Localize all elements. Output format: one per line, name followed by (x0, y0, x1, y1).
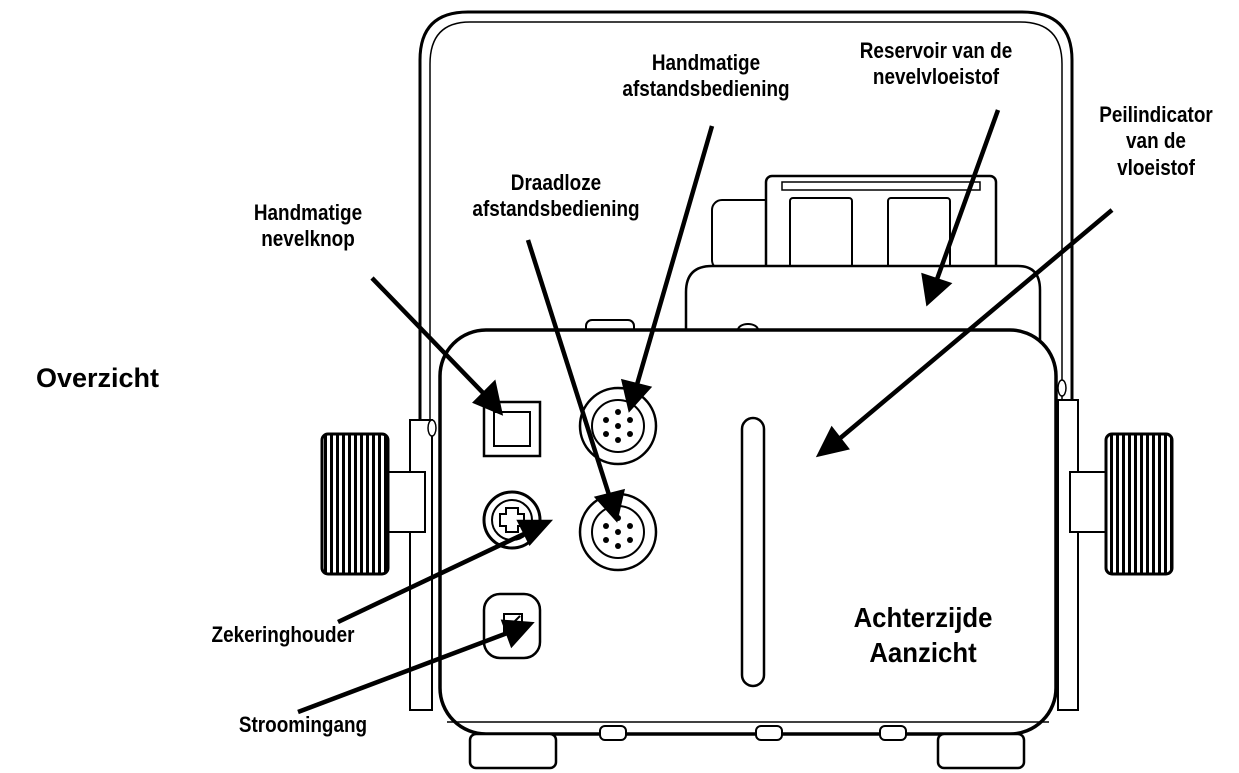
callout-level-indicator-line2: van de (1126, 128, 1186, 154)
callout-reservoir: Reservoir van de nevelvloeistof (843, 38, 1029, 91)
callout-manual-fog-button-line2: nevelknop (261, 226, 355, 252)
wireless-remote-connector (578, 492, 658, 572)
callout-fuse-holder-line1: Zekeringhouder (211, 622, 355, 647)
callout-level-indicator-line3: vloeistof (1117, 154, 1195, 180)
callout-reservoir-line1: Reservoir van de (859, 38, 1013, 63)
manual-fog-button (482, 400, 542, 458)
page-title: Overzicht (36, 363, 160, 393)
callout-wireless-remote: Draadloze afstandsbediening (461, 170, 650, 223)
callout-manual-remote-line2: afstandsbediening (622, 76, 790, 102)
manual-remote-connector (578, 386, 658, 466)
carry-handle (418, 10, 1074, 580)
callout-manual-fog-button-line1: Handmatige (253, 200, 363, 225)
left-knob (320, 432, 426, 576)
right-knob (1069, 432, 1174, 576)
callout-fuse-holder: Zekeringhouder (200, 622, 367, 648)
callout-manual-remote-line1: Handmatige (651, 50, 761, 75)
callout-wireless-remote-line1: Draadloze (510, 170, 602, 195)
callout-level-indicator-line1: Peilindicator (1099, 102, 1213, 127)
callout-manual-remote: Handmatige afstandsbediening (611, 50, 800, 103)
feet (468, 725, 1026, 770)
fluid-level-window (740, 416, 766, 688)
view-label-line2: Aanzicht (869, 637, 977, 668)
fluid-reservoir (684, 174, 1042, 340)
right-bracket (1057, 399, 1079, 711)
callout-arrows (297, 109, 1114, 715)
callout-manual-fog-button: Handmatige nevelknop (239, 200, 377, 253)
callout-power-input-line1: Stroomingang (238, 712, 368, 737)
callout-level-indicator: Peilindicator van de vloeistof (1087, 102, 1225, 181)
view-label-line1: Achterzijde (853, 602, 993, 633)
callout-power-input: Stroomingang (228, 712, 378, 738)
callout-reservoir-line2: nevelvloeistof (872, 64, 1000, 90)
callout-wireless-remote-line2: afstandsbediening (472, 196, 640, 222)
view-label: Achterzijde Aanzicht (836, 600, 1011, 670)
